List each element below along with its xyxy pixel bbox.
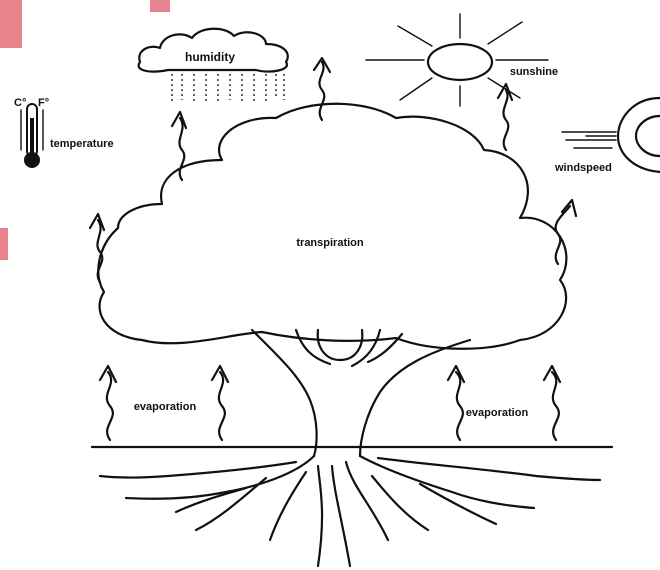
transpiration-arrow-4 bbox=[496, 82, 514, 152]
sun-icon bbox=[365, 13, 549, 107]
tree-canopy bbox=[97, 102, 568, 350]
humidity-label: humidity bbox=[185, 50, 235, 64]
sunshine-label: sunshine bbox=[510, 66, 558, 78]
windspeed-label: windspeed bbox=[554, 162, 612, 174]
evaporation-arrow-2 bbox=[210, 364, 230, 442]
evaporation-label-left: evaporation bbox=[134, 401, 197, 413]
corner-accent-left bbox=[0, 228, 8, 260]
evaporation-label-right: evaporation bbox=[466, 407, 529, 419]
tree-roots bbox=[98, 454, 602, 568]
transpiration-arrow-3 bbox=[312, 56, 332, 122]
rain-icon bbox=[171, 74, 285, 104]
evaporation-arrow-1 bbox=[98, 364, 118, 442]
wind-icon bbox=[561, 96, 660, 174]
tree-trunk bbox=[250, 328, 472, 458]
fahrenheit-label: F° bbox=[38, 97, 49, 109]
transpiration-arrow-1 bbox=[88, 212, 106, 284]
transpiration-arrow-2 bbox=[170, 110, 188, 182]
temperature-label: temperature bbox=[50, 138, 114, 150]
corner-accent-top bbox=[0, 0, 170, 48]
celsius-label: C° bbox=[14, 97, 26, 109]
humidity-cloud-icon bbox=[137, 27, 289, 104]
thermometer-icon bbox=[20, 103, 44, 168]
transpiration-arrow-5 bbox=[554, 198, 578, 266]
evaporation-arrow-3 bbox=[446, 364, 466, 442]
transpiration-label: transpiration bbox=[296, 237, 364, 249]
evaporation-arrow-4 bbox=[542, 364, 562, 442]
